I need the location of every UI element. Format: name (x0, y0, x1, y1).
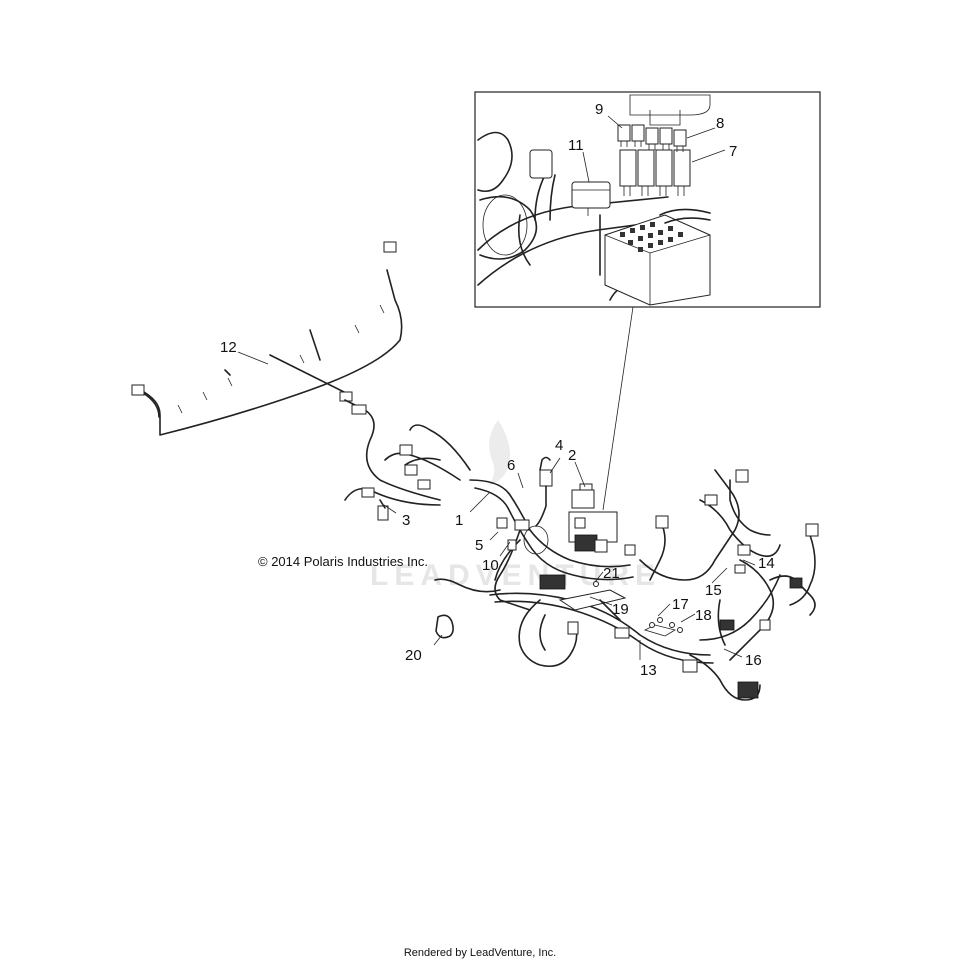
fuses-8-9 (617, 124, 687, 152)
harness-12 (131, 241, 403, 436)
callout-21: 21 (603, 565, 620, 582)
callout-20: 20 (405, 647, 422, 664)
callout-13: 13 (640, 662, 657, 679)
callout-18: 18 (695, 607, 712, 624)
leadventure-watermark: LEADVENTURE (370, 420, 661, 592)
callout-10: 10 (482, 557, 499, 574)
callout-19: 19 (612, 601, 629, 618)
watermark-text: LEADVENTURE (370, 559, 661, 592)
callout-8: 8 (716, 115, 724, 132)
callout-9: 9 (595, 101, 603, 118)
callout-3: 3 (402, 512, 410, 529)
callout-labels: 1 2 3 4 5 6 7 8 9 10 11 12 13 14 15 16 1… (220, 101, 775, 679)
callout-12: 12 (220, 339, 237, 356)
relays-7 (619, 149, 691, 196)
relay-11 (571, 181, 611, 209)
inset-leader-line (602, 306, 634, 511)
callout-11: 11 (568, 137, 584, 154)
inset-detail-box (474, 91, 821, 308)
grommet-20 (433, 614, 454, 646)
callout-1: 1 (455, 512, 463, 529)
screws-17-18 (593, 581, 683, 637)
callout-leaders (383, 457, 756, 660)
callout-4: 4 (555, 437, 563, 454)
main-harness (344, 399, 819, 701)
callout-2: 2 (568, 447, 576, 464)
callout-17: 17 (672, 596, 689, 613)
callout-15: 15 (705, 582, 722, 599)
callout-16: 16 (745, 652, 762, 669)
rendered-by-footer: Rendered by LeadVenture, Inc. (404, 947, 556, 959)
callout-7: 7 (729, 143, 737, 160)
callout-6: 6 (507, 457, 515, 474)
callout-5: 5 (475, 537, 483, 554)
copyright-notice: © 2014 Polaris Industries Inc. (258, 554, 428, 569)
callout-14: 14 (758, 555, 775, 572)
